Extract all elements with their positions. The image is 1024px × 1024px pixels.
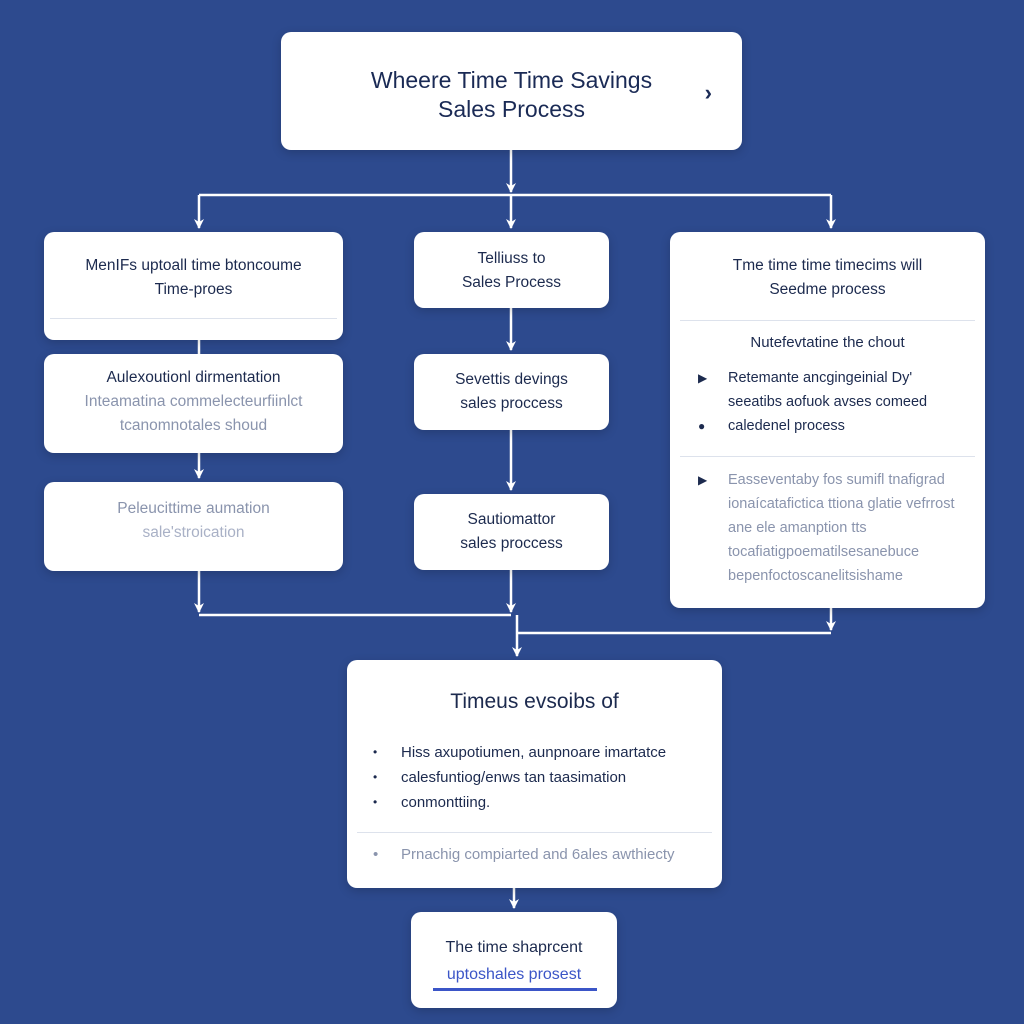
title-node[interactable]: Wheere Time Time Savings Sales Process ›	[281, 32, 742, 150]
left-node-3-line-1: Peleucittime aumation	[117, 500, 270, 517]
title-text: Wheere Time Time Savings Sales Process	[281, 66, 742, 124]
title-line-1: Wheere Time Time Savings	[370, 67, 653, 93]
chevron-right-icon[interactable]: ›	[704, 80, 712, 105]
dot-bullet-icon: •	[373, 770, 378, 784]
dot-bullet-icon: •	[373, 795, 378, 809]
left-node-2-line-3: tcanomnotales shoud	[119, 417, 268, 434]
right-node-list-b: ▶ Easseventaby fos sumifl tnafigrad iona…	[698, 468, 969, 588]
list-item: ● caledenel process	[698, 414, 969, 438]
middle-node-2[interactable]: Sevettis devings sales proccess	[414, 354, 609, 430]
middle-node-2-line-1: Sevettis devings	[455, 371, 568, 388]
list-item: • calesfuntiog/enws tan taasimation	[373, 765, 712, 790]
left-node-1-text: MenIFs uptoall time btoncoume Time-proes	[44, 254, 343, 302]
left-node-2-line-1: Aulexoutionl dirmentation	[106, 369, 281, 386]
list-item-text: conmonttiing.	[401, 794, 491, 811]
left-node-2[interactable]: Aulexoutionl dirmentation Inteamatina co…	[44, 354, 343, 453]
right-node-heading: Tme time time timecims will Seedme proce…	[670, 254, 985, 302]
middle-node-1[interactable]: Telliuss to Sales Process	[414, 232, 609, 308]
list-item-text: Hiss axupotiumen, aunpnoare imartatce	[401, 744, 667, 761]
list-item-text: caledenel process	[728, 418, 845, 434]
list-item-text: calesfuntiog/enws tan taasimation	[401, 769, 627, 786]
list-item: • conmonttiing.	[373, 790, 712, 815]
result-footer-text: Prnachig compiarted and 6ales awthiecty	[401, 846, 675, 863]
left-node-3[interactable]: Peleucittime aumation sale'stroication	[44, 482, 343, 571]
result-heading: Timeus evsoibs of	[450, 690, 619, 713]
middle-node-3-line-2: sales proccess	[460, 535, 563, 552]
result-list: • Hiss axupotiumen, aunpnoare imartatce …	[373, 740, 712, 815]
left-node-3-text: Peleucittime aumation sale'stroication	[44, 497, 343, 545]
triangle-bullet-icon: ▶	[698, 371, 708, 385]
left-node-1-line-1: MenIFs uptoall time btoncoume	[85, 257, 302, 274]
left-node-1[interactable]: MenIFs uptoall time btoncoume Time-proes	[44, 232, 343, 340]
right-node-list-a: ▶ Retemante ancgingeinial Dy' seeatibs a…	[698, 366, 969, 438]
list-item: • Hiss axupotiumen, aunpnoare imartatce	[373, 740, 712, 765]
list-item-text: Retemante ancgingeinial Dy' seeatibs aof…	[728, 370, 928, 410]
middle-node-3-line-1: Sautiomattor	[467, 511, 556, 528]
left-node-3-line-2: sale'stroication	[142, 524, 245, 541]
left-node-1-line-2: Time-proes	[154, 281, 233, 298]
dot-bullet-icon: •	[373, 745, 378, 759]
list-item-text: Easseventaby fos sumifl tnafigrad ionaíc…	[728, 472, 955, 584]
middle-node-1-line-2: Sales Process	[461, 274, 562, 291]
middle-node-3-text: Sautiomattor sales proccess	[414, 508, 609, 556]
final-node[interactable]: The time shaprcent uptoshales prosest	[411, 912, 617, 1008]
list-item: ▶ Retemante ancgingeinial Dy' seeatibs a…	[698, 366, 969, 414]
right-node[interactable]: Tme time time timecims will Seedme proce…	[670, 232, 985, 608]
title-line-2: Sales Process	[437, 96, 585, 122]
middle-node-1-text: Telliuss to Sales Process	[414, 247, 609, 295]
middle-node-3[interactable]: Sautiomattor sales proccess	[414, 494, 609, 570]
final-line-2: uptoshales prosest	[446, 966, 582, 983]
list-item: ▶ Easseventaby fos sumifl tnafigrad iona…	[698, 468, 969, 588]
dot-bullet-icon: ●	[698, 419, 706, 433]
middle-node-2-text: Sevettis devings sales proccess	[414, 368, 609, 416]
right-node-subheading: Nutefevtatine the chout	[750, 334, 905, 351]
divider	[357, 832, 712, 833]
divider	[50, 318, 337, 319]
result-footer: • Prnachig compiarted and 6ales awthiecty	[373, 846, 712, 863]
result-node[interactable]: Timeus evsoibs of • Hiss axupotiumen, au…	[347, 660, 722, 888]
triangle-bullet-icon: ▶	[698, 473, 708, 487]
left-node-2-line-2: Inteamatina commelecteurfiinlct	[84, 393, 303, 410]
middle-node-2-line-2: sales proccess	[460, 395, 563, 412]
final-line-1: The time shaprcent	[445, 939, 583, 956]
final-text: The time shaprcent uptoshales prosest	[411, 934, 617, 988]
right-node-line-1: Tme time time timecims will	[732, 257, 923, 274]
accent-underline	[433, 988, 597, 991]
divider	[680, 456, 975, 457]
right-node-line-2: Seedme process	[769, 281, 886, 298]
divider	[680, 320, 975, 321]
left-node-2-text: Aulexoutionl dirmentation Inteamatina co…	[44, 366, 343, 438]
dot-bullet-icon: •	[373, 846, 379, 863]
middle-node-1-line-1: Telliuss to	[477, 250, 546, 267]
